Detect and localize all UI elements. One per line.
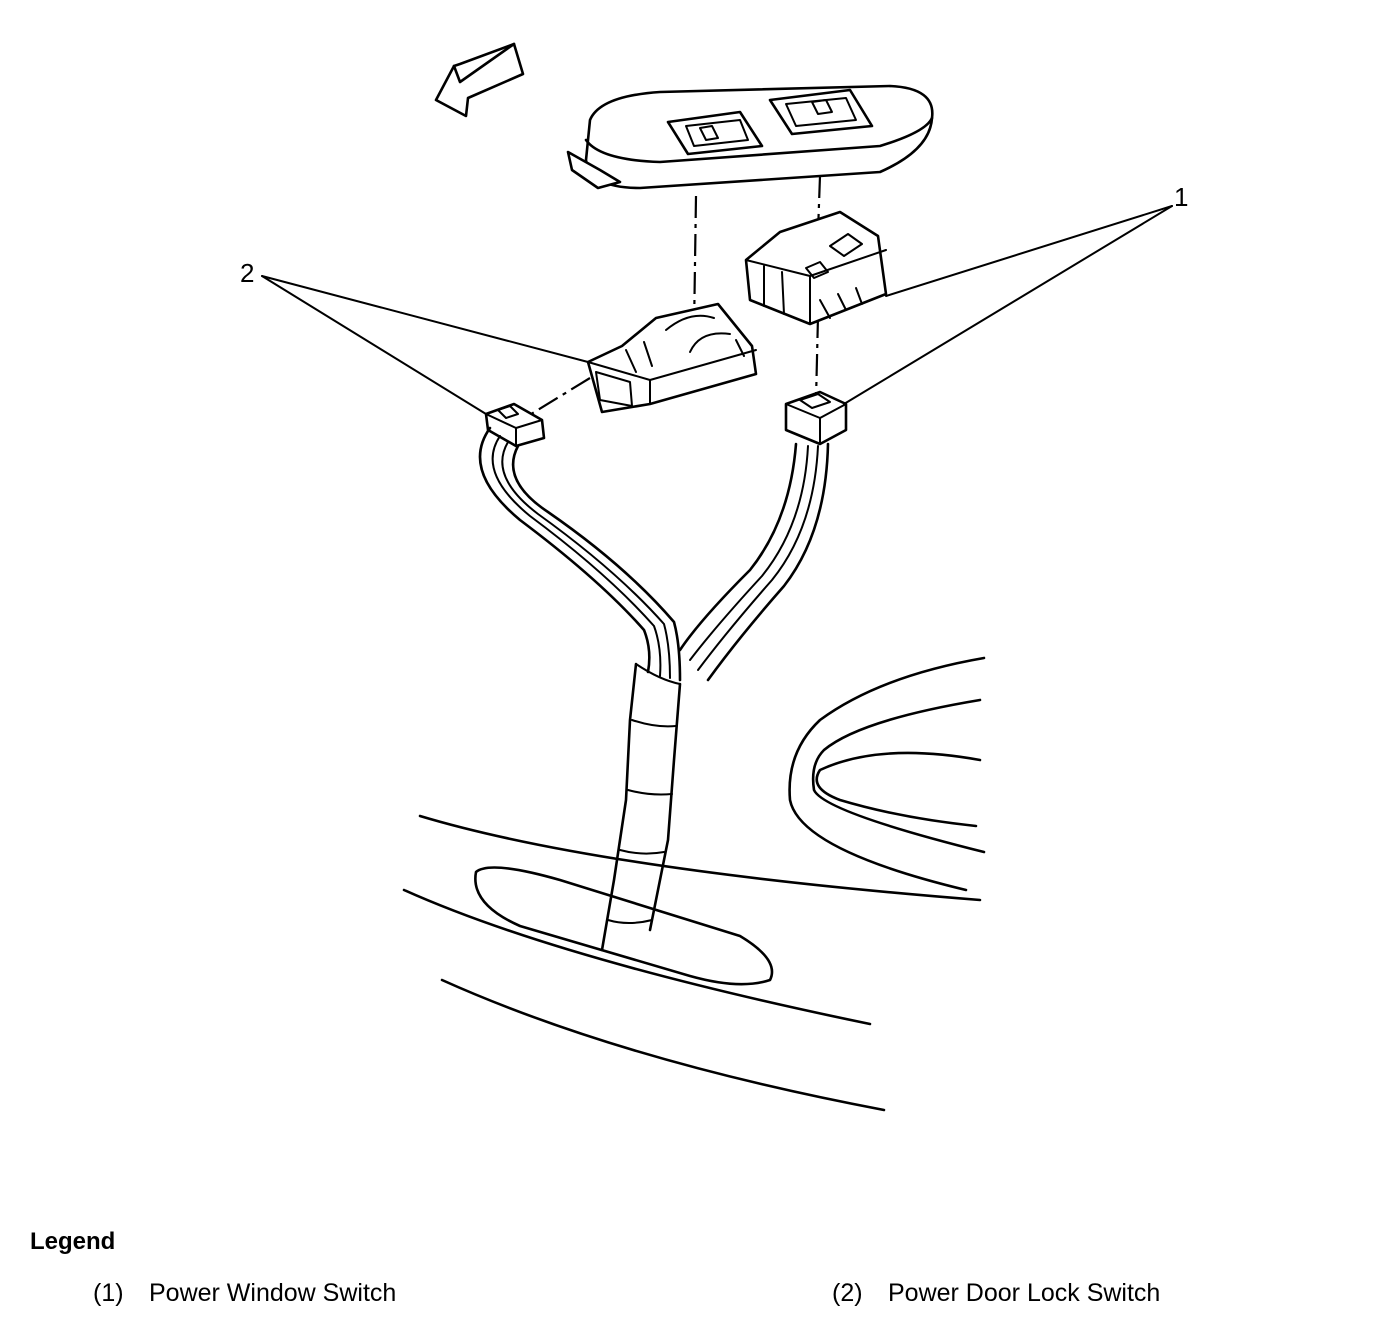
legend-item: (2) Power Door Lock Switch: [832, 1279, 1160, 1308]
switch-bezel: [566, 84, 934, 190]
legend-title: Legend: [30, 1228, 116, 1255]
power-window-switch-connector: [784, 390, 848, 446]
front-direction-arrow: [434, 42, 525, 118]
power-door-lock-switch: [586, 302, 758, 414]
callout-2-label: 2: [240, 258, 254, 288]
power-window-switch: [744, 210, 888, 326]
switch-assembly-diagram: 2 1: [240, 42, 1188, 1112]
legend-item-number: (2): [832, 1279, 863, 1307]
alignment-line-lock-switch-to-connector: [527, 377, 591, 417]
callout-1-leaders: [843, 205, 1173, 405]
callout-1-label: 1: [1174, 182, 1188, 212]
power-door-lock-switch-connector: [484, 402, 546, 448]
legend-item-label: Power Window Switch: [149, 1279, 397, 1307]
wiring-harness: [478, 426, 830, 952]
door-panel-outline: [402, 656, 986, 1112]
callout-2-leaders: [261, 275, 589, 415]
legend-item-number: (1): [93, 1279, 124, 1307]
legend-item-label: Power Door Lock Switch: [888, 1279, 1161, 1307]
legend-item: (1) Power Window Switch: [93, 1279, 396, 1308]
alignment-line-bezel-to-lock-switch: [692, 195, 698, 331]
alignment-line-window-switch-to-connector: [814, 315, 820, 401]
